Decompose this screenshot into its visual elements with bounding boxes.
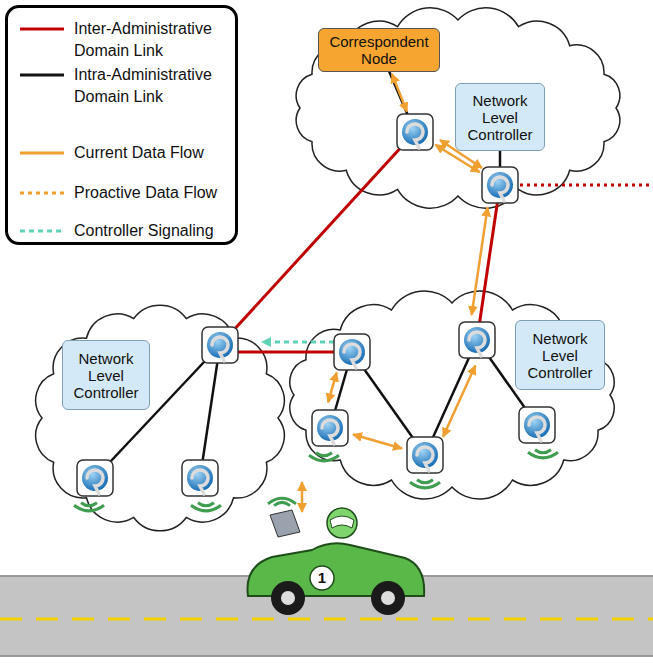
legend-line-sample bbox=[20, 152, 64, 155]
wireless-wave bbox=[74, 505, 104, 511]
wireless-wave bbox=[268, 498, 296, 504]
router-frame bbox=[202, 327, 238, 363]
wireless-wave bbox=[417, 480, 433, 483]
inter-domain-link bbox=[220, 132, 415, 345]
router-frame bbox=[482, 167, 518, 203]
router-swirl bbox=[344, 344, 360, 368]
node-text: Network Level Controller bbox=[516, 330, 604, 381]
wireless-wave bbox=[81, 503, 97, 506]
router-frame bbox=[407, 437, 443, 473]
router-swirl bbox=[322, 420, 338, 444]
legend-text: Current Data Flow bbox=[74, 142, 239, 164]
data-flow-arrow bbox=[472, 207, 488, 315]
legend-sample bbox=[18, 145, 66, 161]
router-swirl bbox=[212, 337, 228, 361]
wireless-wave bbox=[316, 453, 332, 456]
inter-domain-link-dotted bbox=[520, 184, 653, 187]
wireless-wave bbox=[528, 452, 558, 458]
lane-marking bbox=[0, 618, 653, 621]
controller-box: Network Level Controller bbox=[62, 340, 150, 410]
car-hub bbox=[281, 591, 295, 605]
wireless-wave bbox=[410, 482, 440, 488]
legend-text: Intra-Administrative Domain Link bbox=[74, 64, 239, 108]
data-flow-arrow bbox=[301, 482, 304, 512]
inter-domain-link bbox=[220, 351, 352, 354]
car-wheel bbox=[271, 581, 305, 615]
legend-box: Inter-Administrative Domain LinkIntra-Ad… bbox=[5, 5, 238, 245]
legend-sample bbox=[18, 185, 66, 201]
router-swirl bbox=[192, 470, 208, 494]
domain-cloud bbox=[290, 291, 614, 499]
legend-line-sample bbox=[20, 230, 64, 233]
legend-text: Inter-Administrative Domain Link bbox=[74, 18, 239, 62]
domain-cloud bbox=[296, 8, 620, 208]
controller-box: Network Level Controller bbox=[515, 320, 605, 390]
data-flow-arrow bbox=[328, 373, 337, 403]
data-flow-arrow bbox=[353, 435, 402, 449]
road-edge bbox=[0, 655, 653, 657]
wireless-wave bbox=[198, 503, 214, 506]
correspondent-node-box: Correspondent Node bbox=[318, 28, 440, 72]
data-flow-arrow bbox=[443, 366, 475, 437]
router-frame bbox=[397, 114, 433, 150]
intra-domain-link bbox=[200, 345, 220, 478]
car-number: 1 bbox=[310, 568, 334, 588]
node-text: Correspondent Node bbox=[319, 33, 439, 67]
router-icon bbox=[77, 460, 113, 496]
router-icon bbox=[202, 327, 238, 363]
laptop bbox=[270, 510, 300, 537]
node-text: Network Level Controller bbox=[456, 92, 544, 143]
router-frame bbox=[312, 410, 348, 446]
router-swirl bbox=[492, 177, 508, 201]
router-icon bbox=[407, 437, 443, 473]
legend-sample bbox=[18, 223, 66, 239]
driver-head bbox=[327, 508, 357, 538]
router-icon bbox=[459, 322, 495, 358]
wireless-wave bbox=[535, 450, 551, 453]
router-swirl bbox=[529, 417, 545, 441]
legend-text: Controller Signaling bbox=[74, 220, 239, 242]
legend-text: Proactive Data Flow bbox=[74, 182, 239, 204]
router-icon bbox=[519, 407, 555, 443]
car-illustration bbox=[248, 498, 425, 615]
router-icon bbox=[397, 114, 433, 150]
router-swirl bbox=[417, 447, 433, 471]
legend-line-sample bbox=[20, 74, 64, 77]
wireless-wave bbox=[191, 505, 221, 511]
legend-line-sample bbox=[20, 28, 64, 31]
router-frame bbox=[334, 334, 370, 370]
car-wheel bbox=[371, 581, 405, 615]
legend-sample bbox=[18, 67, 66, 83]
wireless-wave bbox=[309, 455, 339, 461]
router-icon bbox=[182, 460, 218, 496]
legend-sample bbox=[18, 21, 66, 37]
router-swirl bbox=[407, 124, 423, 148]
node-text: Network Level Controller bbox=[63, 350, 149, 401]
driver-visor bbox=[330, 516, 354, 528]
domain-cloud bbox=[36, 305, 285, 530]
car-number-plate bbox=[310, 566, 334, 590]
router-icon bbox=[482, 167, 518, 203]
controller-box: Network Level Controller bbox=[455, 83, 545, 151]
router-swirl bbox=[469, 332, 485, 356]
router-frame bbox=[459, 322, 495, 358]
router-icon bbox=[334, 334, 370, 370]
router-frame bbox=[182, 460, 218, 496]
car-hub bbox=[381, 591, 395, 605]
legend-line-sample bbox=[20, 192, 64, 195]
router-icon bbox=[312, 410, 348, 446]
router-frame bbox=[519, 407, 555, 443]
router-frame bbox=[77, 460, 113, 496]
wireless-wave bbox=[274, 502, 290, 505]
router-swirl bbox=[87, 470, 103, 494]
controller-signaling-arrow bbox=[262, 341, 334, 344]
data-flow-arrow bbox=[392, 74, 407, 112]
